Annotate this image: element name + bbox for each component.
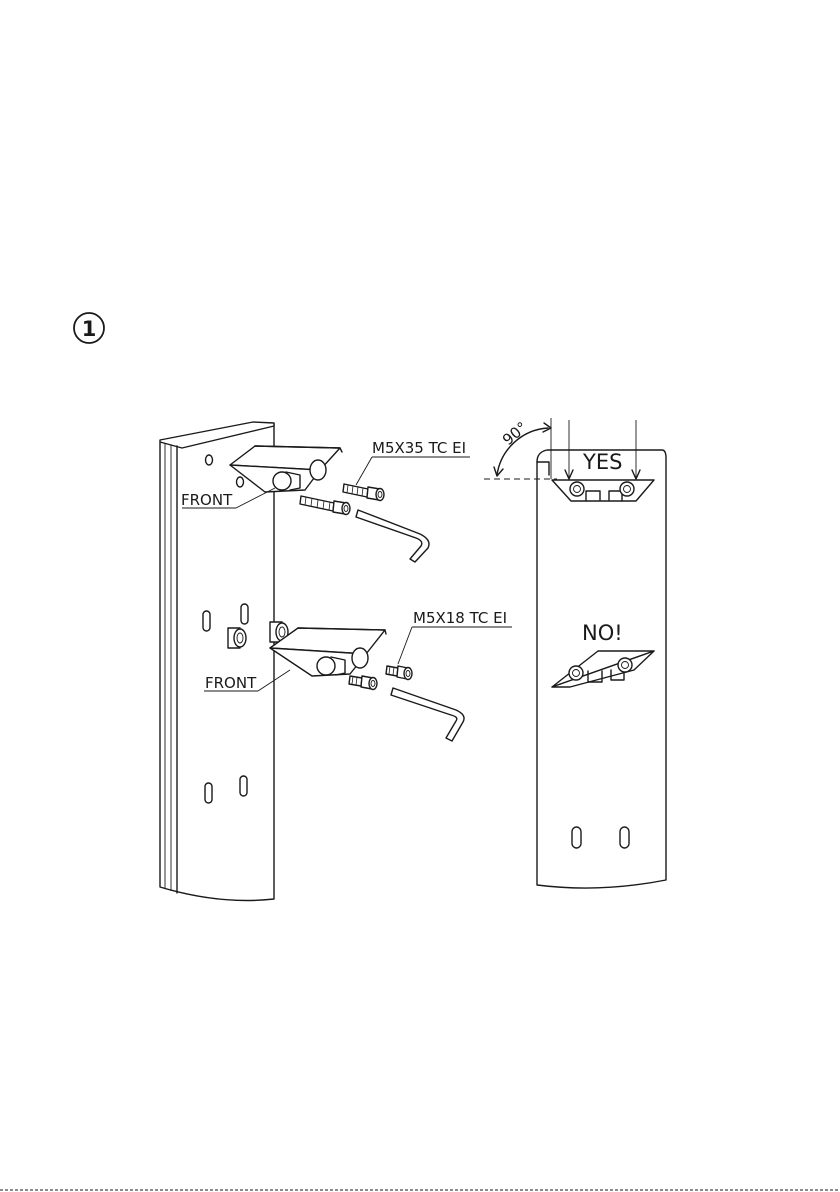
left-view: FRONT M5X35 TC EI: [160, 422, 512, 901]
lower-bracket: [270, 628, 386, 676]
upper-screw-short: [300, 496, 350, 515]
angle-label: 90°: [499, 418, 531, 449]
upper-front-label: FRONT: [181, 491, 233, 509]
correct-bracket: [552, 480, 654, 501]
right-view: 90° YES NO!: [484, 418, 666, 888]
lower-front-label: FRONT: [205, 674, 257, 692]
slider-nut: [228, 628, 246, 648]
lower-screw-b: [349, 676, 377, 690]
step-marker: 1: [74, 313, 104, 343]
upper-screw-label: M5X35 TC EI: [372, 439, 466, 457]
step-number: 1: [82, 317, 97, 341]
upper-hex-key: [356, 510, 429, 562]
lower-screw-label: M5X18 TC EI: [413, 609, 507, 627]
upper-screw-long: [343, 484, 384, 501]
wrong-label: NO!: [582, 621, 623, 645]
lower-hex-key: [391, 688, 464, 741]
lower-screw-a: [386, 666, 412, 680]
correct-label: YES: [582, 450, 622, 474]
